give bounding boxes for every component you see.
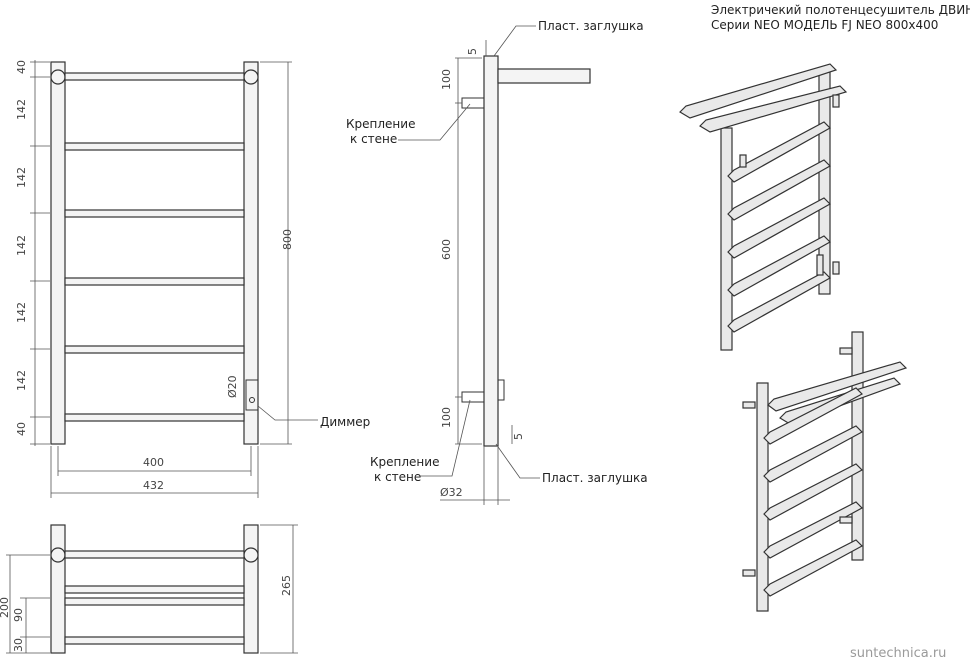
dimmer-box — [245, 379, 259, 411]
dim-142-5: 142 — [15, 370, 28, 391]
iso2-rung-3 — [763, 463, 863, 521]
top-view-right-post — [243, 524, 259, 654]
iso1-shelf-bar-2 — [699, 85, 848, 133]
mount-bottom-label-1: Крепление — [370, 455, 439, 469]
rung-1 — [64, 72, 245, 81]
dim-142-2: 142 — [15, 167, 28, 188]
iso2-mount-4 — [742, 569, 756, 577]
iso1-left-post — [720, 127, 733, 351]
dim-top-40: 40 — [15, 60, 28, 74]
top-view-bar-1 — [64, 550, 245, 559]
dim-side-top-gap: 5 — [466, 48, 479, 55]
isometric-view-1 — [679, 63, 848, 351]
dim-200: 200 — [0, 597, 11, 618]
top-view-right-cap — [243, 547, 259, 563]
dim-bottom-40: 40 — [15, 422, 28, 436]
dim-side-top-100: 100 — [440, 69, 453, 90]
dimmer-knob — [249, 397, 255, 403]
left-vertical-pipe — [50, 61, 66, 445]
iso1-dimmer — [816, 254, 824, 276]
iso1-mount-3 — [832, 261, 840, 275]
dim-142-4: 142 — [15, 302, 28, 323]
right-top-cap — [243, 69, 259, 85]
title-line-1: Электричекий полотенцесушитель ДВИН — [711, 3, 970, 17]
iso2-mount-2 — [839, 347, 853, 355]
dimmer-label: Диммер — [320, 415, 370, 429]
dim-90: 90 — [12, 608, 25, 622]
rung-6 — [64, 413, 245, 422]
dim-width-432: 432 — [143, 479, 164, 492]
side-view-shelf-bar — [497, 68, 591, 84]
iso2-left-post — [756, 382, 769, 612]
rung-3 — [64, 209, 245, 218]
side-mount-top — [461, 97, 485, 109]
iso1-rung-4 — [727, 235, 831, 297]
top-cap-label: Пласт. заглушка — [538, 19, 644, 33]
iso2-shelf-bar-1 — [767, 361, 908, 412]
iso2-rung-1 — [763, 387, 863, 445]
rung-2 — [64, 142, 245, 151]
front-view: 40 142 142 142 142 142 40 800 Ø20 Диммер… — [15, 60, 370, 498]
mount-bottom-label-2: к стене — [374, 470, 421, 484]
dim-side-bottom-100: 100 — [440, 407, 453, 428]
iso1-rung-1 — [727, 121, 831, 183]
top-view-bar-3 — [64, 597, 245, 606]
dim-side-600: 600 — [440, 239, 453, 260]
dim-30: 30 — [12, 638, 25, 652]
left-top-cap — [50, 69, 66, 85]
watermark: suntechnica.ru — [850, 646, 946, 661]
dim-width-400: 400 — [143, 456, 164, 469]
iso2-mount-1 — [742, 401, 756, 409]
iso1-mount-2 — [832, 94, 840, 108]
right-vertical-pipe — [243, 61, 259, 445]
top-view: 265 200 90 30 — [0, 524, 298, 654]
side-mount-bottom — [461, 391, 485, 403]
rung-5 — [64, 345, 245, 354]
dim-side-bottom-gap: 5 — [512, 433, 525, 440]
dim-142-3: 142 — [15, 235, 28, 256]
bottom-cap-label: Пласт. заглушка — [542, 471, 648, 485]
isometric-view-2 — [742, 331, 908, 612]
top-view-left-post — [50, 524, 66, 654]
top-view-left-cap — [50, 547, 66, 563]
top-view-bar-2 — [64, 585, 245, 594]
mount-top-label-1: Крепление — [346, 117, 415, 131]
iso2-rung-2 — [763, 425, 863, 483]
iso2-mount-3 — [839, 516, 853, 524]
dim-height: 800 — [281, 229, 294, 250]
iso2-right-post — [851, 331, 864, 561]
iso1-rung-3 — [727, 197, 831, 259]
dim-142-1: 142 — [15, 99, 28, 120]
dim-depth-265: 265 — [280, 575, 293, 596]
iso2-rung-5 — [763, 539, 863, 597]
iso2-rung-4 — [763, 501, 863, 559]
iso1-mount-1 — [739, 154, 747, 168]
iso1-rung-2 — [727, 159, 831, 221]
dim-side-diameter: Ø32 — [440, 486, 463, 499]
side-dimmer — [497, 379, 505, 401]
iso1-shelf-bar-1 — [679, 63, 838, 119]
mount-top-label-2: к стене — [350, 132, 397, 146]
top-view-bar-4 — [64, 636, 245, 645]
side-view-pipe — [483, 55, 499, 447]
rung-4 — [64, 277, 245, 286]
dim-pipe-diameter: Ø20 — [226, 375, 239, 398]
title-line-2: Серии NEO МОДЕЛЬ FJ NEO 800x400 — [711, 18, 938, 32]
side-view: Пласт. заглушка Пласт. заглушка Креплени… — [346, 19, 648, 505]
iso1-rung-5 — [727, 271, 831, 333]
